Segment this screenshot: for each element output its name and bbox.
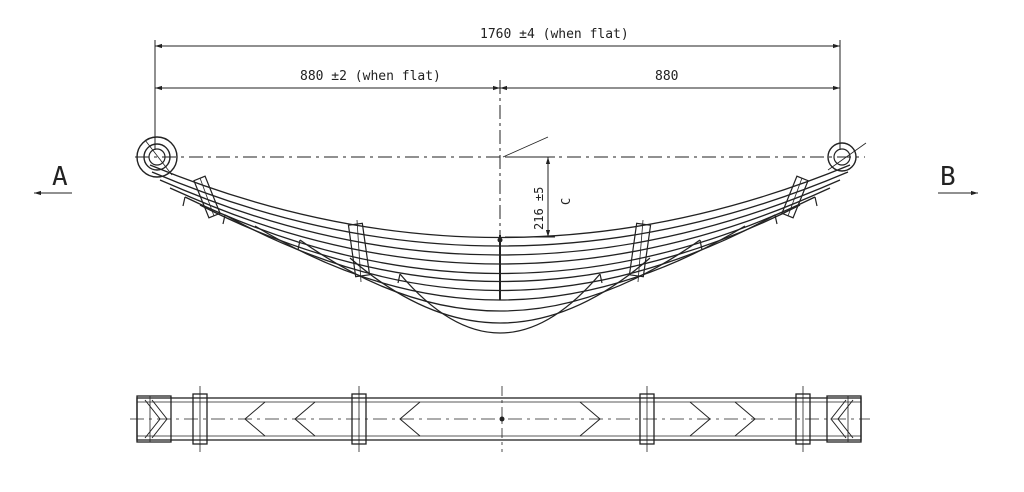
left-eye xyxy=(136,136,178,178)
view-arrow-b: B xyxy=(938,162,978,196)
dimension-camber-text: 216 ±5 xyxy=(532,187,546,230)
view-label-a: A xyxy=(52,162,68,192)
dimension-overall-text: 1760 ±4 (when flat) xyxy=(480,27,629,42)
view-label-b: B xyxy=(940,162,956,192)
dimension-halves: 880 ±2 (when flat) 880 xyxy=(155,69,840,91)
dimension-overall: 1760 ±4 (when flat) xyxy=(154,27,841,150)
spring-side-view xyxy=(136,136,867,334)
right-eye xyxy=(827,142,867,172)
center-bolt-head xyxy=(497,237,503,243)
spring-top-view xyxy=(130,386,870,452)
clip xyxy=(781,175,809,219)
dimension-half-right-text: 880 xyxy=(655,69,678,84)
dimension-camber: 216 ±5 C xyxy=(502,136,573,238)
dimension-half-left-text: 880 ±2 (when flat) xyxy=(300,69,441,84)
dimension-camber-label: C xyxy=(559,198,573,205)
view-arrow-a: A xyxy=(34,162,72,196)
clip xyxy=(628,219,652,283)
clip xyxy=(347,219,371,283)
clip xyxy=(193,175,221,219)
